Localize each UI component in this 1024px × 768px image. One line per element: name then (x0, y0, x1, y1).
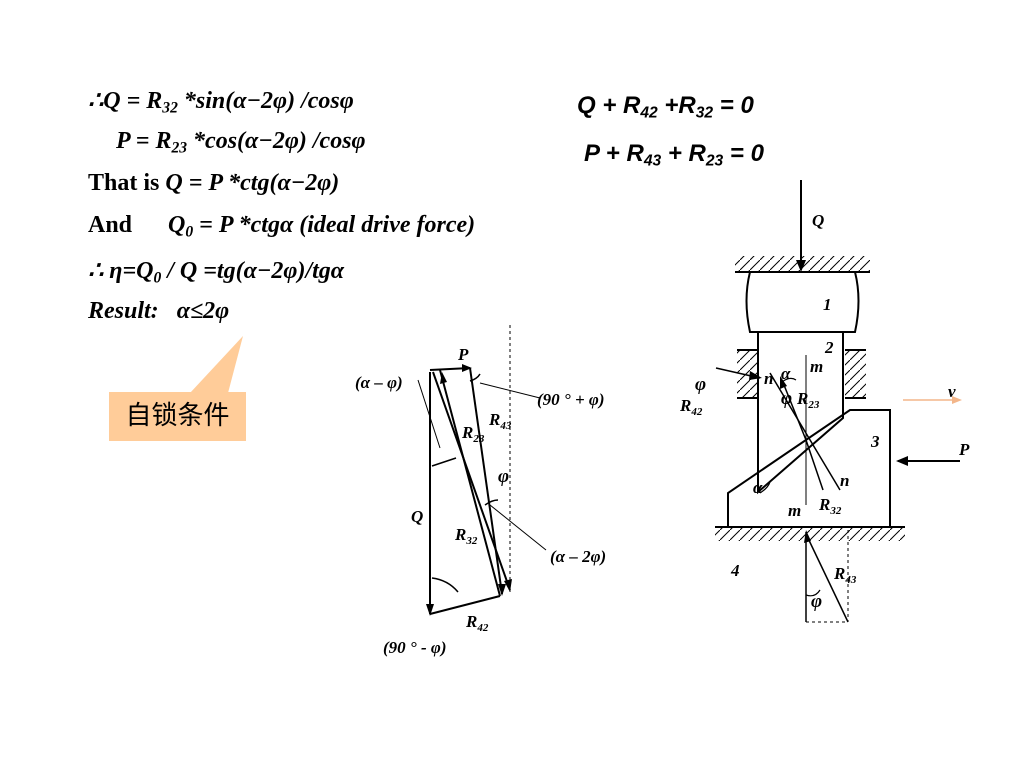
mech-label-m-bottom: m (788, 501, 801, 520)
arrowhead-r23 (504, 579, 512, 592)
mech-label-part1: 1 (823, 295, 832, 314)
mech-label-alpha-top: α (781, 364, 791, 383)
arrowhead-r42 (749, 371, 762, 380)
angle-arc-phi (484, 499, 499, 506)
mech-label-phi-bottom: φ (811, 591, 822, 612)
part-3-wedge (727, 409, 891, 527)
formula-result: Result:α≤2φ (88, 298, 230, 324)
label-alpha-minus-2phi: (α – 2φ) (550, 547, 606, 566)
mech-label-r43: R43 (833, 564, 857, 586)
label-alpha-minus-phi: (α – φ) (355, 373, 403, 392)
mech-label-v: v (948, 382, 956, 401)
formula-p: P = R23 *cos(α−2φ) /cosφ (116, 128, 366, 157)
arrowhead-r23 (780, 376, 787, 389)
equilibrium-eq-1: Q + R42 +R32 = 0 (577, 92, 754, 122)
leader-90-plus-phi (479, 382, 541, 399)
mech-label-m-top: m (810, 357, 823, 376)
arrowhead-input-p (896, 456, 908, 466)
mech-label-q: Q (812, 211, 824, 230)
mech-label-phi-left: φ (695, 374, 706, 395)
label-90-minus-phi: (90 ° - φ) (383, 638, 446, 657)
leader-alpha-phi (417, 379, 441, 449)
label-90-plus-phi: (90 ° + φ) (537, 390, 605, 409)
label-triangle-r32: R32 (454, 525, 478, 547)
self-locking-callout: 自锁条件 (109, 392, 246, 441)
mech-label-r32: R32 (818, 495, 842, 517)
left-guide-hatch (737, 350, 758, 398)
mech-label-phi-r23: φ (781, 388, 792, 409)
angle-arc-90-minus-phi (431, 577, 459, 593)
mech-label-n-top: n (764, 369, 773, 388)
arrowhead-load-q (796, 260, 806, 272)
label-triangle-r23: R23 (461, 423, 485, 445)
arrowhead-q (426, 604, 434, 616)
mech-label-p: P (958, 440, 970, 459)
velocity-arrowhead (952, 396, 962, 404)
triangle-r43-vector (469, 367, 503, 595)
arrowhead-r43 (498, 584, 506, 596)
ground-hatch (715, 527, 905, 541)
mech-label-r23: R23 (796, 389, 820, 411)
label-triangle-p: P (457, 345, 469, 364)
mech-label-r42: R42 (679, 396, 703, 418)
mech-label-part2: 2 (824, 338, 834, 357)
label-triangle-phi: φ (498, 466, 509, 487)
angle-arc-90-plus-phi (469, 373, 481, 382)
arrowhead-p (462, 364, 472, 372)
label-triangle-r42: R42 (465, 612, 489, 634)
formula-q: ∴Q = R32 *sin(α−2φ) /cosφ (88, 88, 354, 117)
r23-force-line (781, 379, 807, 441)
triangle-r32-vector (439, 369, 501, 597)
angle-arc-alpha-bottom (759, 481, 771, 494)
leader-alpha-2phi (489, 504, 547, 551)
mech-label-alpha-bottom: α (753, 478, 763, 497)
mech-label-part4: 4 (730, 561, 740, 580)
formula-that-is: That is Q = P *ctg(α−2φ) (88, 170, 340, 196)
angle-arc-phi-bottom (805, 589, 821, 597)
part-2-slider (757, 332, 844, 495)
normal-line-n (769, 372, 841, 491)
triangle-r42-vector (429, 595, 501, 615)
label-triangle-r43: R43 (488, 410, 512, 432)
formula-efficiency: ∴ η=Q0 / Q =tg(α−2φ)/tgα (88, 258, 345, 287)
mech-label-part3: 3 (870, 432, 880, 451)
arrowhead-r32 (440, 372, 447, 384)
mech-label-n-bottom: n (840, 471, 849, 490)
equilibrium-eq-2: P + R43 + R23 = 0 (584, 140, 764, 170)
r32-force-line (805, 439, 824, 491)
arrowhead-r43 (804, 530, 811, 543)
angle-arc-alpha-phi (431, 457, 457, 467)
part-1-block (745, 271, 860, 333)
r43-force-line (805, 533, 849, 623)
label-triangle-q: Q (411, 507, 423, 526)
right-guide-hatch (845, 350, 866, 398)
